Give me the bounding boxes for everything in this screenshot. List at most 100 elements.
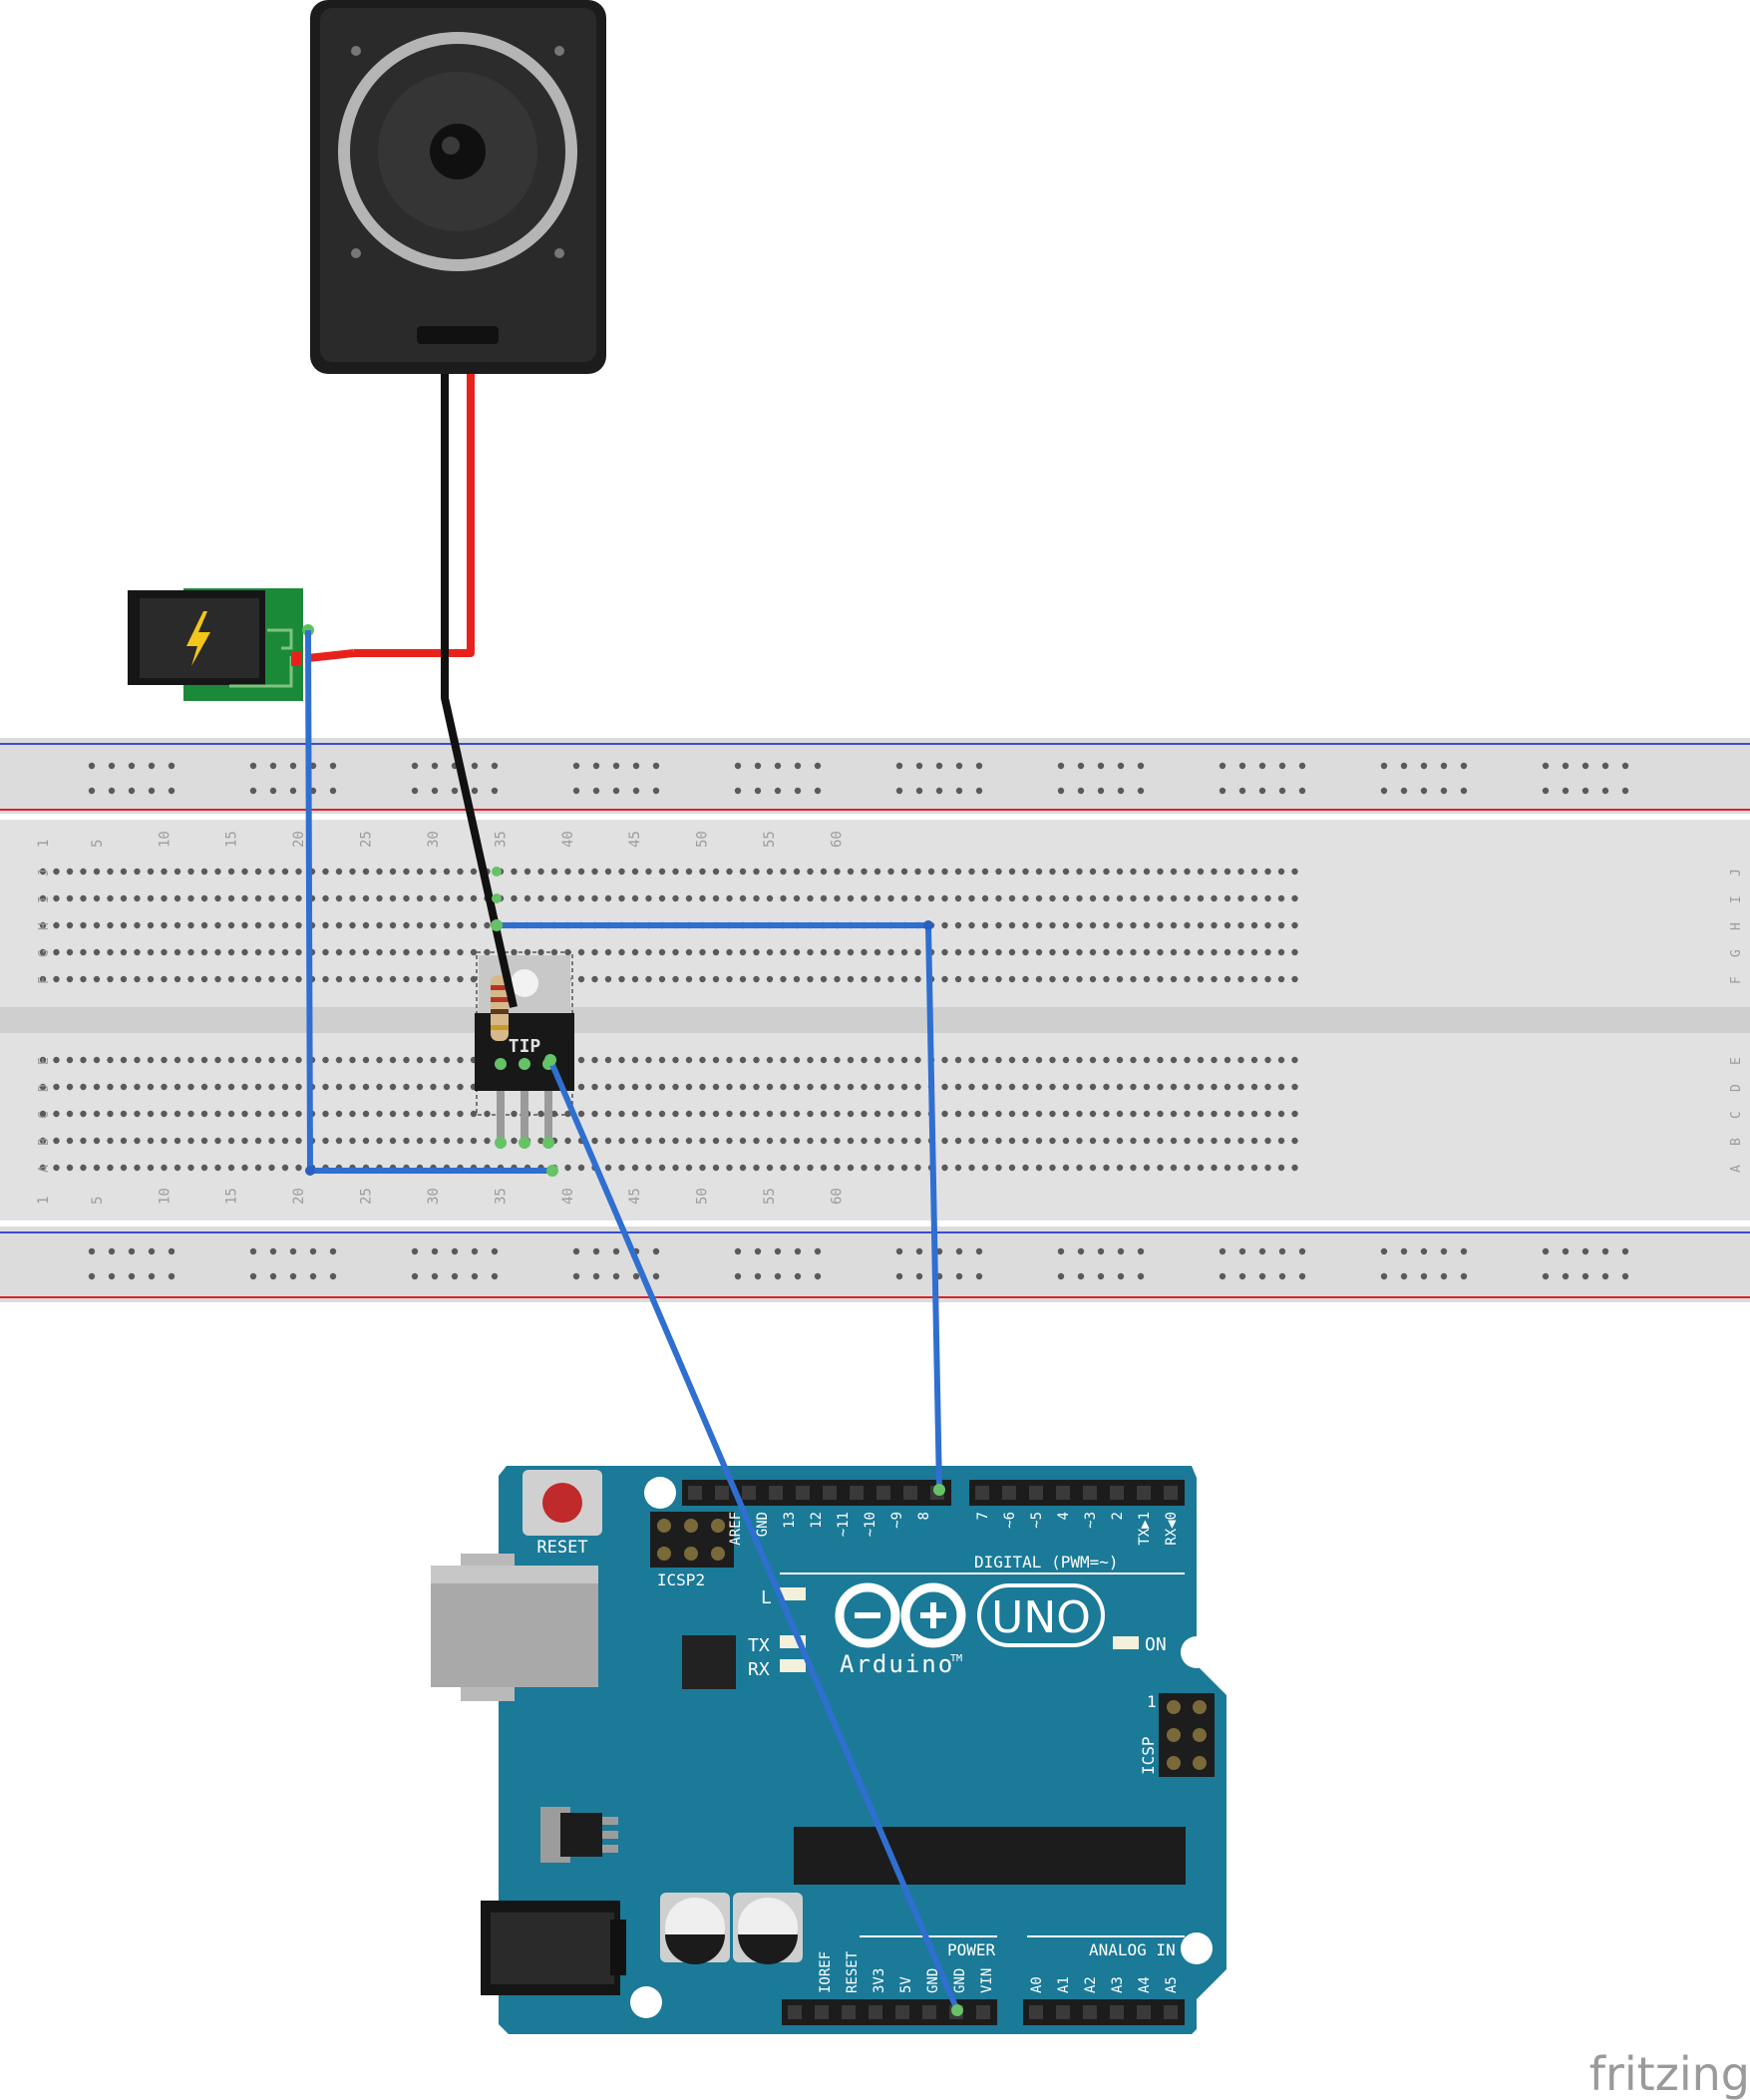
breadboard-hole [161, 975, 168, 983]
rail-hole [451, 1272, 459, 1280]
row-letter: B [1729, 1138, 1744, 1146]
breadboard-hole [645, 1083, 652, 1091]
rail-hole [895, 787, 903, 795]
rail-hole [431, 787, 439, 795]
rail-hole [1601, 787, 1609, 795]
rail-hole [1621, 1272, 1629, 1280]
breadboard-hole [618, 948, 625, 956]
breadboard-hole [443, 1056, 451, 1064]
breadboard-hole [874, 1137, 881, 1145]
analog-in-label: ANALOG IN [1089, 1940, 1176, 1959]
breadboard-hole [281, 1164, 289, 1172]
rail-hole [774, 787, 782, 795]
breadboard-hole [389, 1056, 397, 1064]
breadboard-hole [1103, 1137, 1110, 1145]
breadboard-hole [241, 921, 248, 929]
breadboard-hole [1089, 1083, 1097, 1091]
rail-hole [632, 787, 640, 795]
breadboard-hole [416, 948, 424, 956]
breadboard-hole [1143, 894, 1151, 902]
rail-hole [592, 762, 600, 770]
breadboard-hole [1170, 1056, 1178, 1064]
rail-hole [329, 787, 337, 795]
breadboard-hole [1291, 948, 1298, 956]
breadboard-hole [1184, 1137, 1191, 1145]
breadboard-hole [1116, 1056, 1124, 1064]
breadboard-hole [1022, 975, 1029, 983]
breadboard-hole [861, 1137, 868, 1145]
breadboard-hole [1143, 1056, 1151, 1064]
breadboard-hole [1022, 1164, 1029, 1172]
rx-label: RX [748, 1659, 770, 1680]
breadboard-hole [1116, 868, 1124, 875]
rail-hole [1077, 1247, 1085, 1255]
breadboard-hole [995, 1137, 1002, 1145]
rail-hole [1460, 1247, 1468, 1255]
breadboard-hole [107, 921, 114, 929]
breadboard-hole [511, 1137, 518, 1145]
breadboard-hole [322, 975, 329, 983]
rail-hole [1057, 787, 1065, 795]
breadboard-hole [1224, 1137, 1231, 1145]
rail-hole [754, 787, 762, 795]
breadboard-hole [187, 868, 194, 875]
breadboard-hole [645, 1164, 652, 1172]
breadboard-hole [753, 1110, 760, 1118]
breadboard-hole [861, 975, 868, 983]
breadboard-hole [174, 868, 181, 875]
breadboard-hole [147, 1137, 155, 1145]
breadboard-hole [1089, 1137, 1097, 1145]
breadboard-hole [241, 1056, 248, 1064]
breadboard-hole [200, 1137, 208, 1145]
breadboard-hole [1062, 975, 1070, 983]
breadboard-hole [1035, 975, 1043, 983]
breadboard-hole [1035, 894, 1043, 902]
breadboard-hole [39, 1083, 47, 1091]
breadboard-hole [1143, 1110, 1151, 1118]
breadboard-hole [995, 868, 1002, 875]
rail-hole [592, 1247, 600, 1255]
rail-hole [572, 787, 580, 795]
rx-led [780, 1659, 806, 1672]
breadboard-hole [134, 948, 141, 956]
breadboard-hole [1237, 1056, 1244, 1064]
breadboard-hole [322, 868, 329, 875]
breadboard-hole [227, 868, 235, 875]
breadboard-hole [631, 948, 639, 956]
rail-hole [168, 1247, 175, 1255]
breadboard-hole [1264, 921, 1271, 929]
breadboard-hole [1143, 975, 1151, 983]
header-socket [1002, 1486, 1016, 1500]
breadboard-hole [1062, 1110, 1070, 1118]
breadboard-hole [914, 1056, 921, 1064]
breadboard-hole [161, 1137, 168, 1145]
reset-label: RESET [536, 1538, 587, 1558]
breadboard-hole [1264, 894, 1271, 902]
rail-hole [915, 1272, 923, 1280]
breadboard-hole [1035, 948, 1043, 956]
rail-hole [269, 1247, 277, 1255]
rail-hole [1542, 1247, 1550, 1255]
breadboard-hole [1291, 975, 1298, 983]
breadboard-hole [389, 894, 397, 902]
breadboard-hole [726, 948, 733, 956]
breadboard-hole [1264, 1137, 1271, 1145]
breadboard-hole [457, 868, 464, 875]
breadboard-hole [577, 894, 585, 902]
gnd-wire [547, 1058, 960, 2012]
rail-hole [1219, 762, 1226, 770]
breadboard-hole [1264, 1110, 1271, 1118]
power-label: POWER [947, 1940, 996, 1959]
breadboard-hole [93, 948, 101, 956]
rail-hole [1400, 787, 1408, 795]
breadboard-hole [53, 948, 60, 956]
breadboard-hole [470, 868, 478, 875]
breadboard-hole [1237, 1137, 1244, 1145]
breadboard-hole [147, 894, 155, 902]
rail-hole [1298, 1272, 1306, 1280]
rail-hole [1219, 787, 1226, 795]
analog-pin-label: A4 [1137, 1976, 1153, 1993]
breadboard-hole [1264, 1083, 1271, 1091]
breadboard-hole [254, 921, 262, 929]
breadboard-hole [241, 975, 248, 983]
